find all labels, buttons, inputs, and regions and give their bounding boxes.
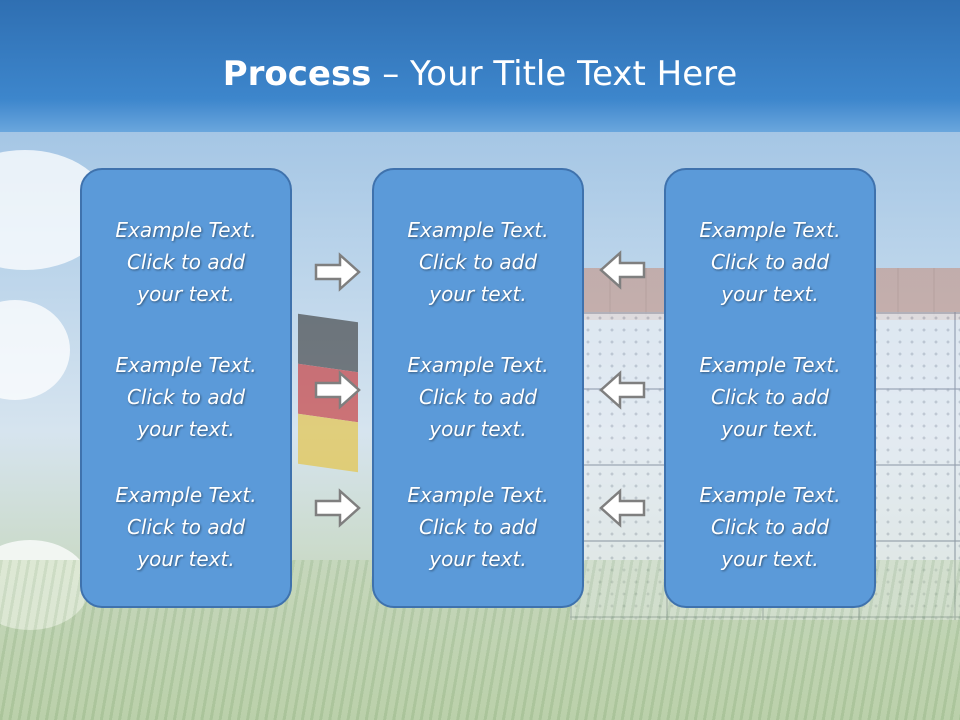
text-line: your text.	[137, 547, 235, 571]
text-line: Click to add	[710, 250, 830, 274]
text-line: Example Text.	[699, 353, 841, 377]
text-block[interactable]: Example Text. Click to add your text.	[82, 349, 290, 445]
text-block[interactable]: Example Text. Click to add your text.	[82, 479, 290, 575]
text-line: Click to add	[710, 385, 830, 409]
text-line: Click to add	[418, 515, 538, 539]
text-line: your text.	[721, 417, 819, 441]
text-line: Click to add	[126, 385, 246, 409]
process-box-1[interactable]: Example Text. Click to add your text. Ex…	[80, 168, 292, 608]
process-box-3[interactable]: Example Text. Click to add your text. Ex…	[664, 168, 876, 608]
text-line: Example Text.	[407, 218, 549, 242]
right-arrow-icon[interactable]	[314, 370, 362, 410]
left-arrow-icon[interactable]	[598, 488, 646, 528]
text-line: Click to add	[126, 515, 246, 539]
text-line: Click to add	[126, 250, 246, 274]
title-bar: Process – Your Title Text Here	[0, 0, 960, 132]
text-block[interactable]: Example Text. Click to add your text.	[374, 349, 582, 445]
text-block[interactable]: Example Text. Click to add your text.	[374, 479, 582, 575]
text-block[interactable]: Example Text. Click to add your text.	[666, 479, 874, 575]
text-line: your text.	[137, 282, 235, 306]
text-line: your text.	[429, 417, 527, 441]
text-line: Example Text.	[407, 483, 549, 507]
text-block[interactable]: Example Text. Click to add your text.	[666, 214, 874, 310]
text-line: Example Text.	[115, 218, 257, 242]
text-line: your text.	[721, 547, 819, 571]
text-line: your text.	[429, 282, 527, 306]
text-block[interactable]: Example Text. Click to add your text.	[82, 214, 290, 310]
text-line: your text.	[429, 547, 527, 571]
text-line: Click to add	[418, 385, 538, 409]
text-line: your text.	[721, 282, 819, 306]
slide-title[interactable]: Process – Your Title Text Here	[0, 50, 960, 98]
left-arrow-icon[interactable]	[598, 250, 646, 290]
title-bold: Process	[222, 54, 372, 94]
title-rest: – Your Title Text Here	[371, 54, 738, 94]
text-line: Example Text.	[115, 483, 257, 507]
text-block[interactable]: Example Text. Click to add your text.	[374, 214, 582, 310]
text-line: Click to add	[418, 250, 538, 274]
text-line: Example Text.	[699, 218, 841, 242]
text-line: Click to add	[710, 515, 830, 539]
text-line: Example Text.	[699, 483, 841, 507]
left-arrow-icon[interactable]	[598, 370, 646, 410]
right-arrow-icon[interactable]	[314, 252, 362, 292]
text-line: your text.	[137, 417, 235, 441]
process-box-2[interactable]: Example Text. Click to add your text. Ex…	[372, 168, 584, 608]
text-block[interactable]: Example Text. Click to add your text.	[666, 349, 874, 445]
text-line: Example Text.	[115, 353, 257, 377]
right-arrow-icon[interactable]	[314, 488, 362, 528]
text-line: Example Text.	[407, 353, 549, 377]
cloud-decoration	[0, 300, 70, 400]
